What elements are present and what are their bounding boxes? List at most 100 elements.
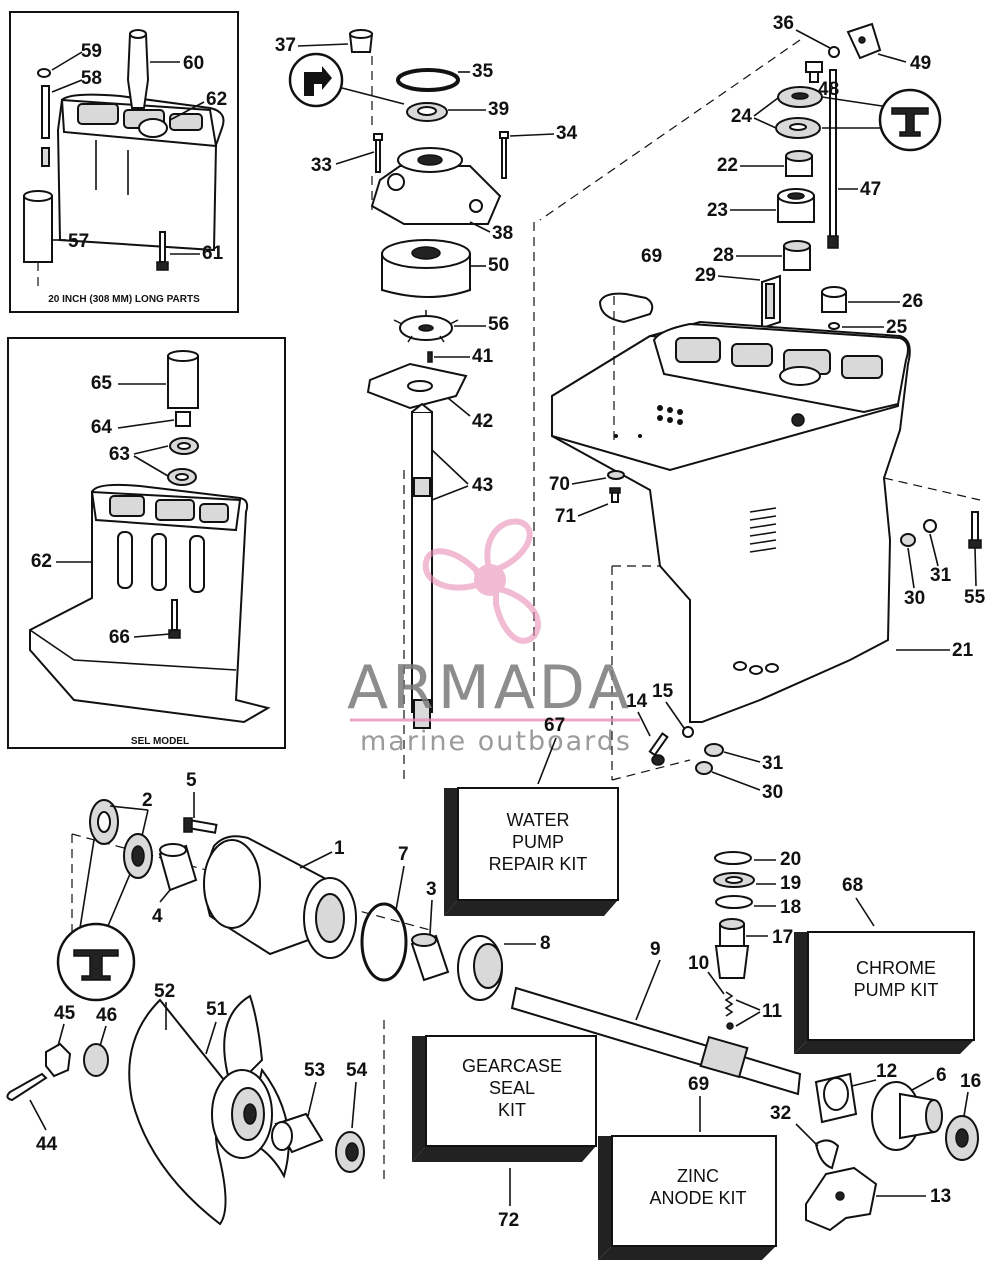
callout-30-right: 30: [904, 588, 925, 609]
callout-22: 22: [717, 155, 738, 176]
sel-model-caption: SEL MODEL: [131, 736, 189, 747]
callout-14: 14: [626, 691, 648, 712]
callout-72: 72: [498, 1210, 519, 1231]
callout-42: 42: [472, 411, 493, 432]
callout-26: 26: [902, 291, 923, 312]
propeller-logo-icon: [422, 518, 541, 644]
callout-51: 51: [206, 999, 228, 1020]
driveshaft-bearing-stack: 36 49 48 24 22 23 47 28 29 26 25 27: [539, 13, 942, 366]
callout-9: 9: [650, 939, 661, 960]
callout-68: 68: [842, 875, 863, 896]
callout-55: 55: [964, 587, 986, 608]
kit-chrome-pump: CHROME PUMP KIT 68: [794, 875, 975, 1054]
callout-70: 70: [549, 474, 570, 495]
callout-60: 60: [183, 53, 204, 74]
callout-35: 35: [472, 61, 494, 82]
inset-long-parts: 20 INCH (308 MM) LONG PARTS 59 60 58 62 …: [9, 11, 239, 313]
callout-25: 25: [886, 317, 908, 338]
callout-52: 52: [154, 981, 175, 1002]
callout-3: 3: [426, 879, 437, 900]
callout-49: 49: [910, 53, 931, 74]
watermark: ARMADA marine outboards: [347, 518, 640, 757]
gearcase-housing: 69 21 70 71 31 30 55 14 15 31 30: [533, 222, 986, 803]
kit-gearcase-line1: GEARCASE: [462, 1056, 562, 1076]
callout-54: 54: [346, 1060, 368, 1081]
callout-30-bottom: 30: [762, 782, 783, 803]
callout-8: 8: [540, 933, 551, 954]
callout-21: 21: [952, 640, 974, 661]
kit-zinc-line2: ANODE KIT: [649, 1188, 746, 1208]
callout-47: 47: [860, 179, 881, 200]
watermark-brand: ARMADA: [347, 653, 633, 723]
callout-23: 23: [707, 200, 728, 221]
kit-gearcase-seal: GEARCASE SEAL KIT 72: [412, 1035, 597, 1231]
kit-zinc-anode: ZINC ANODE KIT 69: [598, 1074, 777, 1260]
callout-62-top: 62: [206, 89, 227, 110]
callout-48: 48: [818, 79, 839, 100]
callout-53: 53: [304, 1060, 325, 1081]
callout-69-bottom: 69: [688, 1074, 709, 1095]
callout-39: 39: [488, 99, 509, 120]
callout-20: 20: [780, 849, 801, 870]
callout-29: 29: [695, 265, 716, 286]
kit-chrome-pump-line1: CHROME: [856, 958, 936, 978]
callout-64: 64: [91, 417, 113, 438]
callout-63: 63: [109, 444, 130, 465]
callout-43: 43: [472, 475, 493, 496]
callout-62-sel: 62: [31, 551, 52, 572]
callout-71: 71: [555, 506, 577, 527]
callout-6: 6: [936, 1065, 947, 1086]
callout-11: 11: [762, 1001, 783, 1022]
callout-31-right: 31: [930, 565, 952, 586]
kit-zinc-line1: ZINC: [677, 1166, 719, 1186]
kit-water-pump-line1: WATER: [507, 810, 570, 830]
callout-61: 61: [202, 243, 224, 264]
callout-7: 7: [398, 844, 409, 865]
kit-gearcase-line3: KIT: [498, 1100, 526, 1120]
callout-13: 13: [930, 1186, 951, 1207]
kit-water-pump: WATER PUMP REPAIR KIT 67: [444, 715, 619, 916]
inset-sel-model: SEL MODEL 65 64 63 62 66: [7, 337, 286, 749]
callout-17: 17: [772, 927, 793, 948]
kit-chrome-pump-line2: PUMP KIT: [854, 980, 939, 1000]
callout-38: 38: [492, 223, 513, 244]
callout-4: 4: [152, 906, 163, 927]
watermark-tagline: marine outboards: [360, 726, 632, 757]
callout-66: 66: [109, 627, 130, 648]
callout-33: 33: [311, 155, 332, 176]
callout-5: 5: [186, 770, 197, 791]
kit-water-pump-line3: REPAIR KIT: [489, 854, 588, 874]
callout-24: 24: [731, 106, 753, 127]
callout-12: 12: [876, 1061, 897, 1082]
callout-57: 57: [68, 231, 89, 252]
lower-gear-assembly: 2 5 1 7 4 3 8 9 20 19 18 17 10 11 12 6 1…: [6, 770, 981, 1232]
kit-gearcase-line2: SEAL: [489, 1078, 535, 1098]
callout-32: 32: [770, 1103, 791, 1124]
callout-37: 37: [275, 35, 296, 56]
callout-34: 34: [556, 123, 578, 144]
callout-28: 28: [713, 245, 734, 266]
callout-65: 65: [91, 373, 113, 394]
callout-59: 59: [81, 41, 102, 62]
callout-15: 15: [652, 681, 674, 702]
kit-water-pump-line2: PUMP: [512, 832, 564, 852]
callout-46: 46: [96, 1005, 117, 1026]
callout-2: 2: [142, 790, 153, 811]
callout-67: 67: [544, 715, 565, 736]
callout-19: 19: [780, 873, 801, 894]
callout-44: 44: [36, 1134, 58, 1155]
callout-45: 45: [54, 1003, 76, 1024]
callout-41: 41: [472, 346, 494, 367]
callout-10: 10: [688, 953, 709, 974]
callout-16: 16: [960, 1071, 981, 1092]
long-parts-caption: 20 INCH (308 MM) LONG PARTS: [48, 294, 200, 305]
callout-56: 56: [488, 314, 509, 335]
callout-18: 18: [780, 897, 801, 918]
callout-58: 58: [81, 68, 102, 89]
callout-50: 50: [488, 255, 509, 276]
callout-1: 1: [334, 838, 345, 859]
water-pump-assembly: 37 35 39 34 33 38 50 56 41 42 43: [275, 29, 578, 780]
callout-36: 36: [773, 13, 794, 34]
callout-69-top: 69: [641, 246, 662, 267]
